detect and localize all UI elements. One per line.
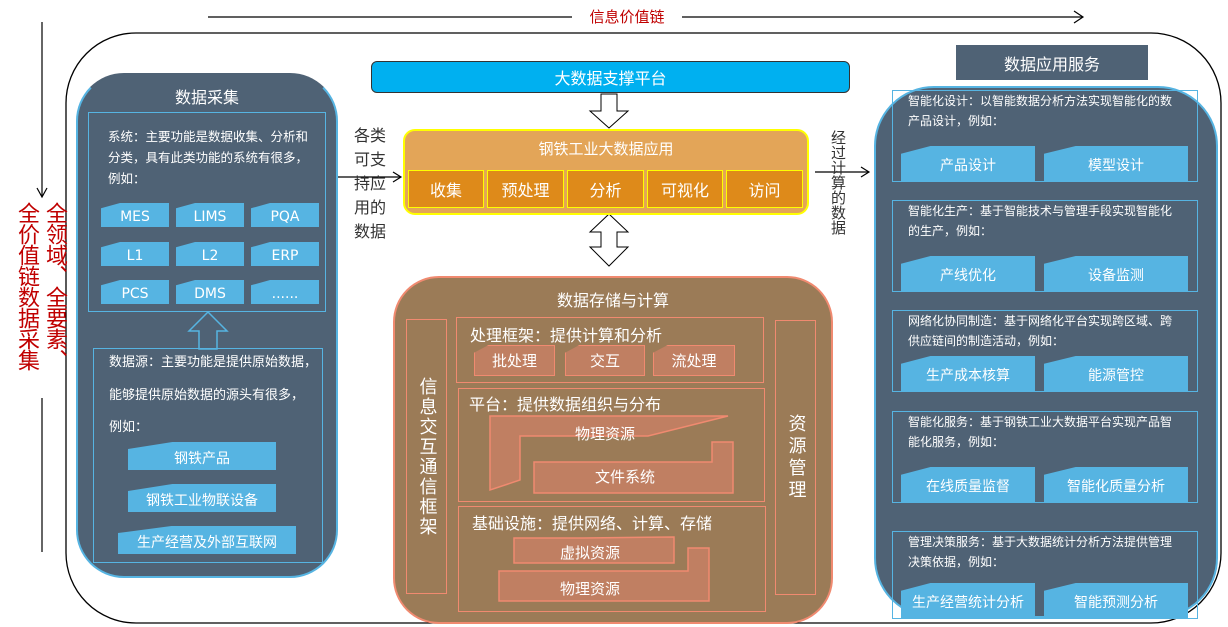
up-arrow-icon — [187, 311, 229, 350]
platform-item-file-system: 文件系统 — [594, 468, 655, 486]
left-axis-label-col2: 全价值链数据采集 — [14, 202, 39, 370]
service-group-box — [892, 411, 1198, 503]
services-title: 数据应用服务 — [956, 45, 1148, 80]
application-step: 访问 — [726, 170, 803, 208]
infra-physical-resource-shape — [498, 547, 710, 602]
service-group-description: 智能化服务：基于钢铁工业大数据平台实现产品智能化服务，例如： — [908, 415, 1173, 449]
infrastructure-label: 基础设施：提供网络、计算、存储 — [472, 514, 713, 533]
sources-description-line1: 数据源：主要功能是提供原始数据， — [109, 355, 318, 370]
storage-compute-title: 数据存储与计算 — [556, 291, 669, 310]
left-axis-arrowhead-icon — [36, 187, 48, 199]
service-item-chip: 生产经营统计分析 — [901, 583, 1035, 618]
source-chip-iot-devices: 钢铁工业物联设备 — [128, 484, 276, 512]
service-group-description: 网络化协同制造：基于网络化平台实现跨区域、跨供应链间的制造活动，例如： — [908, 314, 1173, 348]
service-group-box — [892, 90, 1198, 182]
service-item-chip: 设备监测 — [1044, 256, 1188, 291]
application-step: 分析 — [567, 170, 644, 208]
service-item-chip: 智能化质量分析 — [1044, 467, 1188, 502]
storage-compute-panel — [393, 276, 833, 624]
infrastructure-box — [458, 506, 766, 612]
infra-item-virtual-resource: 虚拟资源 — [559, 544, 620, 562]
source-chip-operations-internet: 生产经营及外部互联网 — [118, 526, 296, 554]
platform-layer-shapes — [489, 415, 734, 494]
application-step: 预处理 — [487, 170, 564, 208]
platform-layer-box — [458, 388, 765, 502]
platform-item-physical-resource: 物理资源 — [574, 425, 635, 443]
service-group-description: 管理决策服务：基于大数据统计分析方法提供管理决策依据，例如： — [908, 535, 1173, 569]
infra-item-physical-resource: 物理资源 — [559, 580, 620, 598]
system-chip-mes: MES — [101, 203, 169, 227]
top-axis-label: 信息价值链 — [589, 8, 665, 26]
system-chip-l1: L1 — [101, 242, 169, 266]
service-group-box — [892, 310, 1198, 392]
virtual-resource-shape — [513, 536, 675, 564]
service-item-chip: 在线质量监督 — [901, 467, 1035, 502]
application-step: 收集 — [408, 170, 484, 208]
sources-box — [93, 348, 323, 563]
system-chip-l2: L2 — [176, 242, 244, 266]
file-system-shape — [533, 441, 734, 494]
service-item-chip: 生产成本核算 — [901, 356, 1035, 391]
processing-framework-label: 处理框架：提供计算和分析 — [470, 326, 663, 345]
application-step: 可视化 — [647, 170, 723, 208]
platform-layer-label: 平台：提供数据组织与分布 — [469, 395, 662, 414]
service-item-chip: 智能预测分析 — [1044, 583, 1188, 618]
left-axis-label-col1: 全领域、全要素、 — [42, 202, 67, 370]
processing-framework-box — [456, 317, 764, 383]
systems-description: 系统：主要功能是数据收集、分析和分类，具有此类功能的系统有很多，例如： — [108, 129, 309, 186]
physical-resource-shape — [489, 415, 729, 492]
data-collection-title: 数据采集 — [174, 88, 239, 107]
processing-chip-interactive: 交互 — [565, 345, 645, 376]
infrastructure-shapes — [498, 536, 710, 602]
system-chip-erp: ERP — [251, 242, 319, 266]
sources-description-line3: 例如： — [109, 420, 149, 435]
service-group-box — [892, 531, 1198, 619]
systems-box — [88, 112, 326, 312]
system-chip-lims: LIMS — [176, 203, 244, 227]
system-chip-more: ...... — [251, 280, 319, 304]
source-chip-steel-products: 钢铁产品 — [128, 442, 276, 470]
left-flow-arrowhead-icon — [392, 171, 403, 183]
info-exchange-framework-bar: 信息交互通信框架 — [406, 319, 447, 594]
sources-description-line2: 能够提供原始数据的源头有很多， — [109, 388, 305, 403]
system-chip-pqa: PQA — [251, 203, 319, 227]
processing-chip-batch: 批处理 — [474, 345, 555, 376]
service-group-description: 智能化生产：基于智能技术与管理手段实现智能化的生产，例如： — [908, 204, 1173, 238]
resource-management-bar: 资源管理 — [775, 320, 816, 595]
right-flow-label: 经过计算的数据 — [829, 130, 847, 235]
double-arrow-icon — [588, 213, 630, 267]
system-chip-pcs: PCS — [101, 280, 169, 304]
application-title: 钢铁工业大数据应用 — [538, 140, 674, 158]
top-axis-arrowhead-icon — [1073, 10, 1085, 24]
service-item-chip: 模型设计 — [1044, 146, 1188, 181]
service-item-chip: 能源管控 — [1044, 356, 1188, 391]
big-data-platform-banner: 大数据支撑平台 — [371, 61, 850, 93]
right-flow-arrowhead-icon — [860, 166, 871, 178]
service-group-box — [892, 200, 1198, 292]
service-item-chip: 产品设计 — [901, 146, 1035, 181]
service-group-description: 智能化设计：以智能数据分析方法实现智能化的数产品设计，例如： — [908, 94, 1173, 128]
processing-chip-stream: 流处理 — [653, 345, 735, 376]
service-item-chip: 产线优化 — [901, 256, 1035, 291]
left-flow-label: 各类可支持应用的数据 — [353, 126, 386, 241]
down-arrow-icon — [588, 93, 630, 129]
system-chip-dms: DMS — [176, 280, 244, 304]
